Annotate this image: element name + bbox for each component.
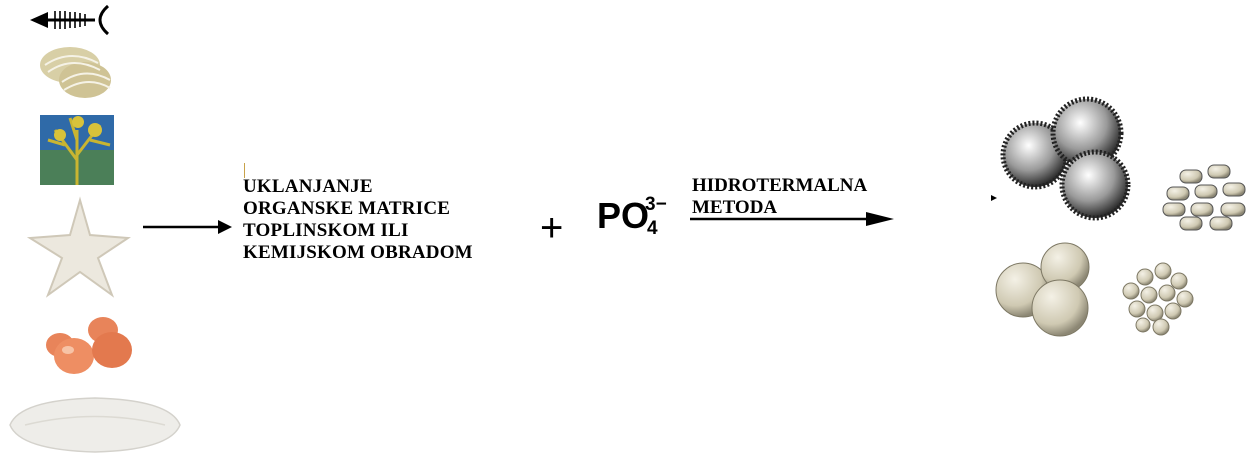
plus-sign: + (540, 206, 564, 250)
coral-icon (40, 115, 114, 185)
spiky-microspheres-icon (1000, 96, 1131, 221)
step-line: TOPLINSKOM ILI (243, 220, 409, 241)
cuttlebone-icon (9, 397, 181, 453)
step-line: ORGANSKE MATRICE (243, 198, 451, 219)
text-cursor (244, 163, 245, 178)
rod-particles-icon (1162, 164, 1246, 231)
fish-bone-icon (30, 4, 110, 36)
small-marker-icon (991, 195, 997, 201)
product-particles (995, 96, 1246, 337)
method-text: HIDROTERMALNA METODA (692, 175, 867, 219)
method-line: HIDROTERMALNA (692, 175, 868, 196)
step-line: UKLANJANJE (243, 176, 373, 197)
arrow-to-treatment (143, 220, 232, 234)
source-materials (9, 4, 181, 453)
starfish-icon (26, 196, 131, 298)
phosphate-base: PO (597, 195, 650, 236)
method-line: METODA (692, 197, 778, 218)
small-spheres-cluster-icon (1122, 262, 1194, 336)
step-line: KEMIJSKOM OBRADOM (243, 242, 473, 263)
step-organic-removal-text: UKLANJANJE ORGANSKE MATRICE TOPLINSKOM I… (243, 176, 473, 264)
phosphate-ion-label: PO 3− 4 (597, 194, 667, 239)
seashells-icon (40, 47, 111, 98)
phosphate-subscript: 4 (647, 218, 658, 239)
phosphate-charge: 3− (645, 194, 667, 215)
eggs-icon (46, 317, 132, 374)
arrow-to-products (690, 212, 894, 226)
smooth-spheres-icon (995, 242, 1090, 337)
